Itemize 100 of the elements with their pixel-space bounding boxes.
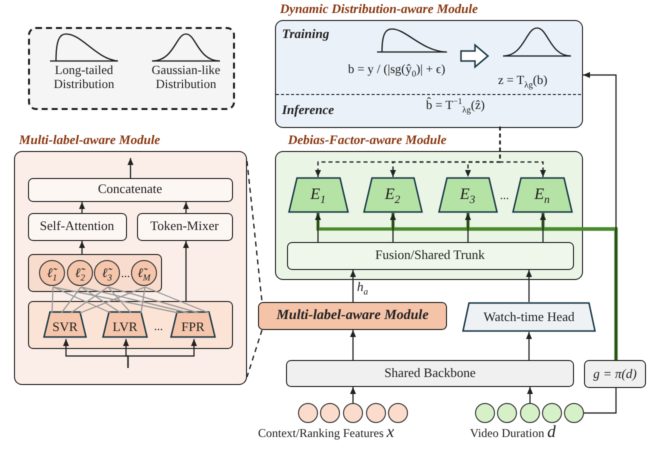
token-circle: [67, 260, 93, 286]
feature-circle: [343, 403, 363, 423]
token-circle: [39, 260, 65, 286]
input-label: Video Duration d: [470, 422, 556, 442]
process-box: [136, 212, 232, 240]
box-label: Self-Attention: [40, 219, 114, 234]
ellipsis-text: ...: [154, 319, 163, 334]
arrow: [526, 332, 532, 360]
connector-line: [80, 286, 190, 314]
section-title: Inference: [282, 102, 334, 117]
math-symbol: ℓ̃$_{3}$: [102, 266, 112, 280]
feature-circle: [564, 403, 584, 423]
section-title: Training: [282, 27, 330, 42]
module-title: Multi-label-aware Module: [19, 133, 160, 148]
arrow: [183, 241, 189, 301]
input-label: Context/Ranking Features x: [258, 422, 394, 442]
math-symbol: ℓ̃$_{M}$: [138, 266, 150, 280]
feature-circle: [497, 403, 517, 423]
feature-circle: [298, 403, 318, 423]
expert-label: E$_{n}$: [534, 186, 550, 204]
expert-trapezoid: [362, 176, 422, 212]
connector-line: [584, 388, 617, 414]
connector-line: [246, 160, 263, 302]
arrow: [390, 213, 396, 242]
module-title: Debias-Factor-aware Module: [288, 133, 447, 148]
connector-line: [80, 286, 122, 314]
arrow: [315, 213, 321, 242]
module-title: Dynamic Distribution-aware Module: [280, 2, 478, 16]
legend-label: Long-tailed Distribution: [52, 63, 116, 92]
feature-circle: [320, 403, 340, 423]
expert-trapezoid: [438, 176, 498, 212]
connector-line: [70, 286, 108, 314]
arrow: [350, 330, 356, 360]
expert-label: E$_{1}$: [310, 186, 326, 204]
arrow: [350, 387, 356, 403]
feature-circle: [475, 403, 495, 423]
box-label: Token-Mixer: [150, 219, 219, 234]
connector-line: [80, 286, 146, 314]
formula: b̂ = T$^{−1}$$_{λg}$(ẑ): [426, 98, 485, 112]
arrow: [540, 213, 618, 360]
arrow: [527, 387, 533, 403]
connector-line: [52, 286, 112, 314]
legend-label: Gaussian-like Distribution: [150, 63, 222, 92]
process-box: [28, 212, 126, 240]
formula: b = y / (|sg(ŷ$_{0}$)| + ϵ): [348, 63, 446, 77]
arrow: [540, 213, 546, 242]
arrow: [79, 241, 85, 254]
connector-line: [52, 286, 180, 314]
arrow: [183, 202, 189, 213]
arrow: [350, 270, 356, 302]
token-circle: [94, 260, 120, 286]
feature-circle: [520, 403, 540, 423]
arrow: [465, 213, 471, 242]
math-symbol: ℓ̃$_{1}$: [47, 266, 57, 280]
box-label: Fusion/Shared Trunk: [375, 248, 485, 263]
arrow: [79, 202, 85, 213]
box-label: Concatenate: [98, 182, 162, 197]
expert-trapezoid: [288, 176, 348, 212]
box-label: SVR: [52, 320, 78, 335]
expert-trapezoid: [512, 176, 572, 212]
connector-line: [246, 330, 263, 378]
ellipsis-text: ...: [500, 188, 509, 203]
connector-line: [108, 286, 200, 314]
arrow: [499, 126, 546, 177]
box-label: LVR: [112, 320, 138, 335]
expert-label: E$_{3}$: [460, 186, 476, 204]
process-box: [28, 178, 232, 202]
feature-circle: [542, 403, 562, 423]
formula-box: [584, 360, 646, 388]
feature-circle: [388, 403, 408, 423]
module-box: [258, 302, 447, 330]
box-label: Shared Backbone: [384, 366, 476, 381]
feature-circle: [366, 403, 386, 423]
label-token-panel: [28, 254, 162, 292]
connector-line: [60, 286, 82, 314]
connector-line: [140, 286, 146, 314]
connector-line: [144, 286, 210, 314]
representation-panel: [28, 300, 232, 348]
encoder-trapezoid: [170, 311, 216, 338]
box-label: Watch-time Head: [484, 310, 574, 324]
math-symbol: ℓ̃$_{2}$: [75, 266, 85, 280]
process-box: [286, 242, 574, 270]
arrow: [127, 339, 197, 368]
expert-label: E$_{2}$: [384, 186, 400, 204]
edge-label: h$_{a}$: [356, 280, 370, 294]
arrow: [526, 270, 532, 302]
head-trapezoid: [462, 302, 596, 332]
token-circle: [131, 260, 157, 286]
module-label: Multi-label-aware Module: [276, 308, 429, 324]
formula: z = T$_{λg}$(b): [498, 74, 548, 88]
ellipsis-text: ...: [121, 266, 130, 281]
arrow: [128, 158, 134, 178]
arrow: [583, 72, 617, 360]
connector-line: [51, 286, 54, 314]
math-symbol: g = π(d): [593, 366, 637, 382]
encoder-trapezoid: [43, 311, 87, 338]
process-box: [286, 360, 574, 387]
box-label: FPR: [181, 320, 205, 335]
connector-line: [108, 286, 132, 314]
encoder-trapezoid: [102, 311, 148, 338]
